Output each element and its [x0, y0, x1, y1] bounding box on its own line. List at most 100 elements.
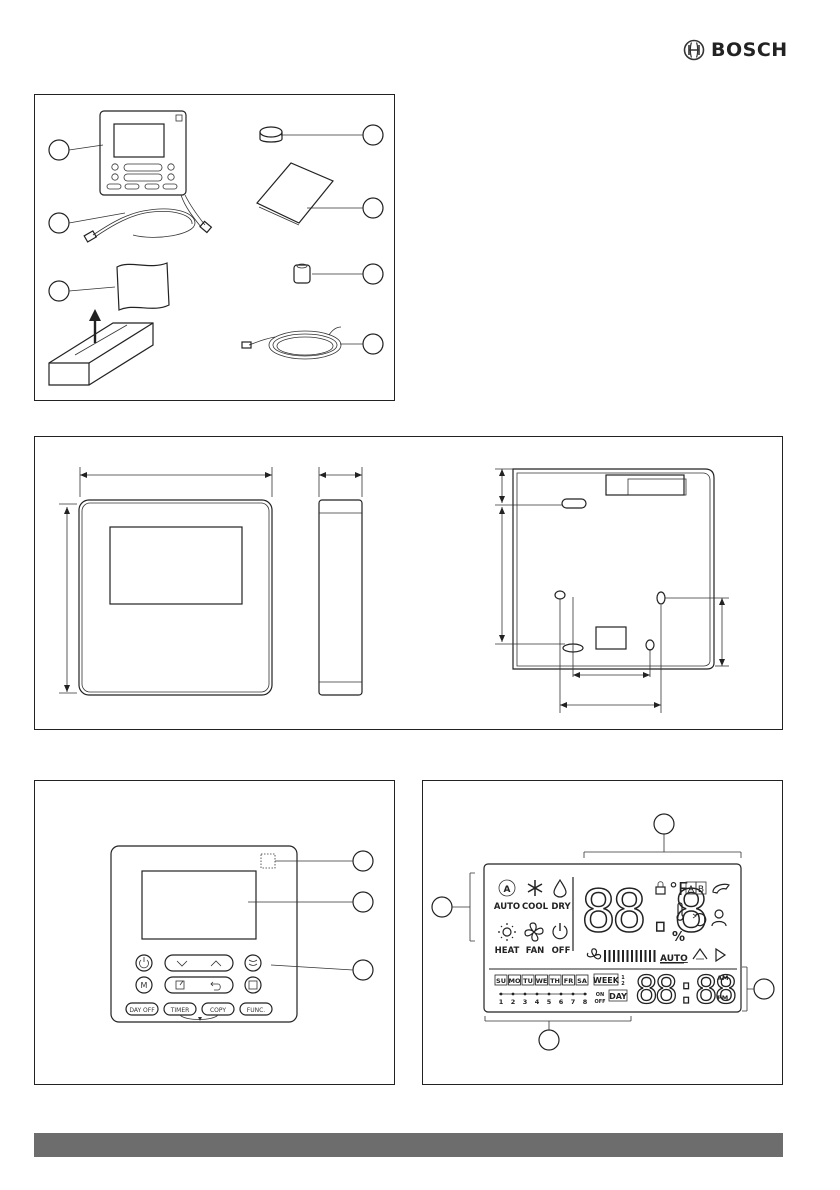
callout-battery	[363, 125, 383, 145]
fan-speed-icon	[587, 949, 600, 959]
zone-b-label: B	[698, 885, 704, 895]
side-view	[319, 467, 362, 695]
callout-long-cable	[363, 334, 383, 354]
callout-controller	[49, 140, 69, 160]
degree-f-unit: °F	[669, 879, 688, 900]
timeline-number: 5	[547, 998, 552, 1006]
callout-temperature-group	[654, 814, 674, 834]
package-contents-panel	[34, 94, 395, 401]
fan-speed-bar	[609, 950, 611, 962]
off-label: OFF	[594, 999, 605, 1005]
manual-sheet	[257, 163, 333, 225]
svg-text:M: M	[141, 981, 148, 990]
off-mode-icon	[553, 923, 567, 939]
humidity-percent: %	[672, 930, 685, 945]
timeline-dot	[548, 993, 551, 996]
am-label: AM	[717, 974, 729, 982]
weekday-label: TU	[523, 977, 533, 985]
svg-text:A: A	[504, 885, 511, 895]
lcd-display-drawing: A AUTO COOL DRY HEAT FAN OFF 88.8 °	[423, 781, 784, 1086]
controller-overview-drawing: M DAY OFF TIMER COPY	[35, 781, 396, 1086]
timeline-dot	[500, 993, 503, 996]
fan-mode-label: FAN	[526, 946, 545, 956]
dry-mode-label: DRY	[551, 902, 571, 912]
day-label: DAY	[609, 992, 627, 1001]
up-down-button[interactable]	[165, 955, 233, 971]
heat-mode-icon	[498, 923, 516, 941]
controller-lcd	[142, 871, 256, 939]
person-icon	[712, 910, 726, 926]
package-contents-drawing	[35, 95, 396, 402]
sensor-grille	[261, 854, 275, 868]
swing-vertical-icon	[693, 949, 707, 959]
timeline-number: 3	[523, 998, 528, 1006]
timer-button[interactable]: TIMER	[164, 1003, 196, 1015]
controller-front	[100, 111, 186, 195]
timeline-number: 1	[499, 998, 504, 1006]
short-cable	[84, 195, 211, 242]
fan-speed-bar	[604, 950, 606, 962]
callout-buttons	[353, 960, 373, 980]
long-cable	[242, 327, 341, 359]
fan-speed-bar	[649, 950, 651, 962]
weekday-label: TH	[550, 977, 560, 985]
fan-speed-bar	[636, 950, 638, 962]
cool-mode-icon	[528, 880, 542, 896]
footer-bar	[34, 1133, 783, 1157]
fan-speed-bar	[622, 950, 624, 962]
manual-bag-and-box	[49, 263, 169, 385]
weekday-boxes: SUMOTUWETHFRSA	[495, 975, 588, 985]
weekday-label: WE	[536, 977, 548, 985]
onoff-indicator: ON OFF DAY	[594, 990, 627, 1005]
fan-speed-bar	[640, 950, 642, 962]
rear-view	[495, 469, 729, 713]
front-view	[59, 467, 272, 695]
power-button[interactable]	[136, 955, 152, 971]
weekday-label: FR	[564, 977, 573, 985]
callout-display	[353, 892, 373, 912]
zone-a-label: A	[688, 885, 695, 895]
timeline-number: 7	[571, 998, 576, 1006]
lcd-display-panel: A AUTO COOL DRY HEAT FAN OFF 88.8 °	[422, 780, 783, 1085]
timeline-dot	[560, 993, 563, 996]
bosch-armature-icon	[683, 39, 705, 61]
func-button[interactable]: FUNC.	[240, 1003, 272, 1015]
ferrite-core	[294, 264, 310, 283]
pm-label: PM	[717, 994, 728, 1002]
copy-label: COPY	[210, 1007, 226, 1014]
bosch-logo: BOSCH	[683, 36, 788, 64]
callout-ferrite	[363, 264, 383, 284]
battery-coin	[260, 127, 282, 142]
timeline-number: 2	[511, 998, 516, 1006]
fan-speed-bar	[618, 950, 620, 962]
mode-button[interactable]: M	[136, 977, 152, 993]
timeline-number: 8	[583, 998, 588, 1006]
fan-speed-bar	[631, 950, 633, 962]
day-off-button[interactable]: DAY OFF	[126, 1003, 158, 1015]
copy-button[interactable]: COPY	[202, 1003, 234, 1015]
week-indicator: WEEK 1 2	[593, 974, 625, 987]
swing-button[interactable]	[245, 977, 261, 993]
off-mode-label: OFF	[552, 946, 571, 956]
weekday-label: MO	[509, 977, 521, 985]
callout-manual	[363, 198, 383, 218]
fan-speed-bar	[613, 950, 615, 962]
callout-manual-bag	[49, 281, 69, 301]
fan-speed-bars	[604, 950, 656, 962]
week-label: WEEK	[593, 976, 620, 985]
confirm-back-button[interactable]	[165, 977, 233, 993]
timeline-number: 4	[535, 998, 540, 1006]
auto-mode-icon: A	[499, 880, 515, 896]
auto-mode-label: AUTO	[494, 902, 520, 912]
callout-sensor	[353, 851, 373, 871]
heat-mode-label: HEAT	[495, 946, 520, 956]
weekday-label: SU	[496, 977, 506, 985]
swing-horizontal-icon	[716, 949, 725, 961]
timeline-dot	[512, 993, 515, 996]
controller-overview-panel: M DAY OFF TIMER COPY	[34, 780, 395, 1085]
callout-short-cable	[49, 213, 69, 233]
fan-speed-bar	[627, 950, 629, 962]
fan-speed-button[interactable]	[245, 955, 261, 971]
timeline-dot	[572, 993, 575, 996]
dimensions-panel	[34, 436, 783, 730]
